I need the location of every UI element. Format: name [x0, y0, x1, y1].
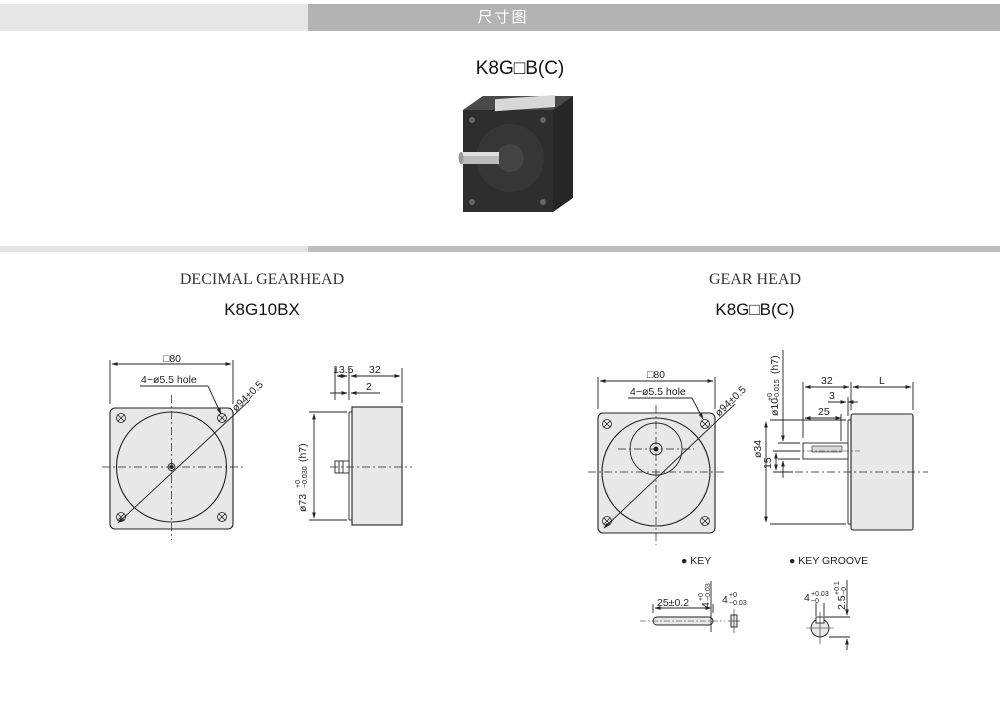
svg-text:(h7): (h7) — [769, 355, 781, 374]
key-groove-drawing — [806, 580, 850, 650]
left-shaft-dim: ø73 +0 −0.030 (h7) — [295, 443, 309, 512]
svg-text:2.5: 2.5 — [836, 595, 848, 610]
right-hole-dim: 4−ø5.5 hole — [630, 386, 686, 398]
right-front-view — [588, 377, 736, 545]
right-dim-L: L — [879, 375, 885, 387]
svg-text:4: 4 — [722, 594, 728, 606]
svg-text:−0.030: −0.030 — [302, 466, 309, 488]
svg-text:+0.1: +0.1 — [834, 581, 841, 595]
svg-text:+0: +0 — [767, 393, 774, 401]
svg-text:ø10: ø10 — [769, 398, 781, 416]
right-dim-25: 25 — [818, 406, 830, 418]
left-dim-2: 2 — [366, 381, 372, 393]
svg-text:4: 4 — [804, 592, 810, 604]
right-square-dim: □80 — [647, 369, 665, 381]
right-dim-3: 3 — [829, 390, 835, 402]
header-title: 尺寸图 — [477, 9, 529, 26]
left-section-caption: DECIMAL GEARHEAD — [179, 271, 345, 288]
key-height-dim: 4 +0 −0.03 — [698, 583, 712, 608]
key-groove-width-dim: 4 +0.03 −0 — [804, 591, 829, 605]
key-width-dim: 4 +0 −0.03 — [722, 592, 747, 607]
svg-text:−0.03: −0.03 — [729, 600, 747, 607]
right-circle-dim: ø94±0.5 — [713, 384, 749, 419]
key-length-dim: 25±0.2 — [657, 597, 689, 609]
left-dim-32: 32 — [369, 364, 381, 376]
right-dim-15: 15 — [762, 457, 774, 469]
svg-text:−0: −0 — [811, 598, 819, 605]
left-dim-13-5: 13.5 — [333, 364, 354, 376]
svg-text:(h7): (h7) — [297, 443, 309, 462]
product-model-label: K8G□B(C) — [475, 58, 565, 79]
svg-text:ø73: ø73 — [297, 494, 309, 512]
svg-text:4: 4 — [700, 602, 712, 608]
svg-text:+0.03: +0.03 — [811, 591, 829, 598]
svg-text:+0: +0 — [698, 593, 705, 601]
svg-text:−0: −0 — [841, 587, 848, 595]
svg-text:−0.015: −0.015 — [774, 379, 781, 401]
left-section-model: K8G10BX — [224, 300, 300, 319]
svg-text:+0: +0 — [295, 480, 302, 488]
left-side-view — [309, 368, 412, 526]
section-divider-accent — [308, 246, 1000, 252]
left-square-dim: □80 — [163, 353, 181, 365]
key-groove-depth-dim: 2.5 +0.1 −0 — [834, 581, 848, 610]
left-front-view — [102, 360, 251, 540]
motor-photo — [458, 95, 573, 212]
right-shaft-dim: ø10 +0 −0.015 (h7) — [767, 355, 781, 416]
left-hole-dim: 4−ø5.5 hole — [141, 374, 197, 386]
section-divider — [0, 246, 1000, 252]
key-groove-label: ● KEY GROOVE — [789, 555, 868, 567]
left-circle-dim: ø94±0.5 — [230, 379, 266, 414]
header-band-accent — [308, 4, 1000, 31]
right-side-view — [764, 350, 928, 531]
right-section-model: K8G□B(C) — [715, 300, 795, 319]
key-drawing — [640, 581, 740, 633]
right-dim-32: 32 — [821, 375, 833, 387]
right-dim-34: ø34 — [752, 440, 764, 458]
right-section-caption: GEAR HEAD — [709, 271, 801, 288]
svg-text:−0.03: −0.03 — [705, 583, 712, 601]
svg-text:+0: +0 — [729, 592, 737, 599]
key-label: ● KEY — [681, 555, 711, 567]
header-band: 尺寸图 — [0, 4, 1000, 31]
